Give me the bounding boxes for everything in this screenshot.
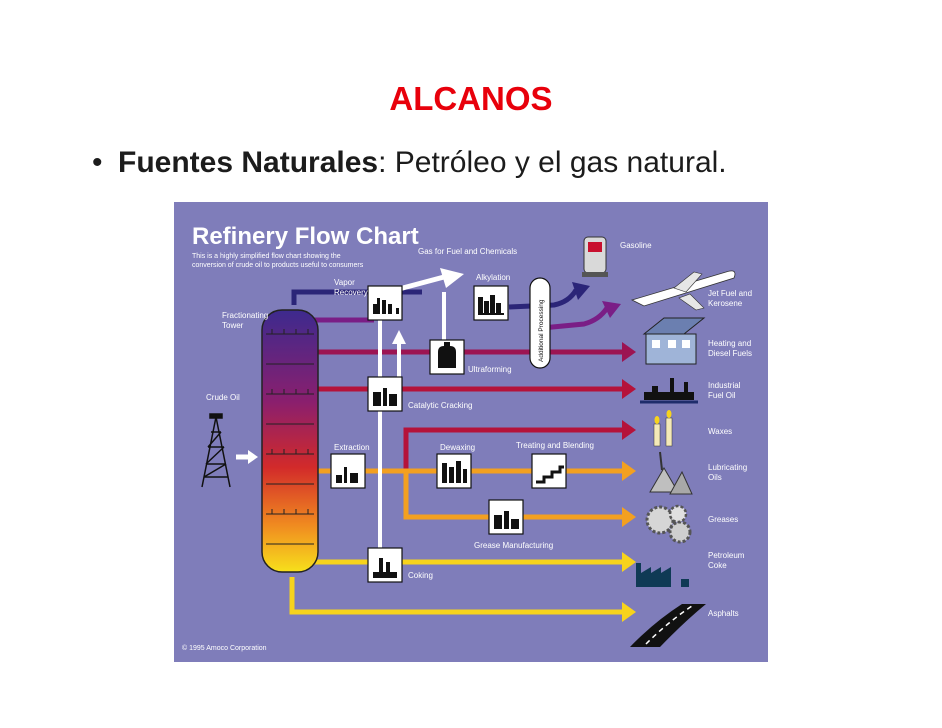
pipe-asphalts — [289, 577, 636, 622]
pipe-heating — [314, 342, 636, 362]
label-dewaxing: Dewaxing — [440, 443, 475, 452]
product-petroleum-2: Coke — [708, 561, 727, 570]
label-treating-blending: Treating and Blending — [516, 441, 594, 450]
pipe-jet-fuel — [314, 301, 621, 331]
pipe-greases — [403, 472, 636, 527]
label-vapor-2: Recovery — [334, 288, 368, 297]
gas-pump-icon — [582, 236, 608, 277]
product-industrial-2: Fuel Oil — [708, 391, 736, 400]
product-gasoline: Gasoline — [620, 241, 652, 250]
alkylation-box — [473, 285, 509, 321]
grease-manufacturing-box — [488, 499, 524, 535]
extraction-box — [330, 453, 366, 489]
crude-oil-arrow — [236, 450, 258, 464]
bullet-fuentes-naturales: • Fuentes Naturales: Petróleo y el gas na… — [92, 146, 727, 180]
product-lubricating-1: Lubricating — [708, 463, 747, 472]
label-fractionating-1: Fractionating — [222, 311, 268, 320]
bullet-rest-text: : Petróleo y el gas natural. — [378, 146, 727, 179]
product-waxes: Waxes — [708, 427, 732, 436]
refinery-flow-chart: Refinery Flow Chart This is a highly sim… — [174, 202, 768, 662]
chart-copyright: © 1995 Amoco Corporation — [182, 644, 267, 652]
vapor-recovery-box — [367, 285, 403, 321]
product-heating-1: Heating and — [708, 339, 751, 348]
label-catalytic-cracking: Catalytic Cracking — [408, 401, 472, 410]
coke-plant-icon — [636, 563, 689, 587]
pipe-petroleum-coke — [314, 552, 636, 572]
fractionating-tower — [261, 309, 319, 573]
candles-icon — [653, 410, 673, 447]
road-icon — [630, 604, 706, 647]
gears-icon — [645, 504, 692, 544]
treating-blending-box — [531, 453, 567, 489]
product-petroleum-1: Petroleum — [708, 551, 745, 560]
label-crude-oil: Crude Oil — [206, 393, 240, 402]
label-gas-fuel: Gas for Fuel and Chemicals — [418, 247, 517, 256]
product-jet-fuel-1: Jet Fuel and — [708, 289, 752, 298]
house-icon — [642, 317, 706, 365]
slide-title: ALCANOS — [389, 80, 553, 117]
label-ultraforming: Ultraforming — [468, 365, 512, 374]
factory-ship-icon — [640, 378, 698, 404]
label-vapor-1: Vapor — [334, 278, 355, 287]
label-grease-manufacturing: Grease Manufacturing — [474, 541, 553, 550]
oil-can-icon — [649, 451, 693, 495]
product-industrial-1: Industrial — [708, 381, 741, 390]
product-heating-2: Diesel Fuels — [708, 349, 752, 358]
coking-box — [367, 547, 403, 583]
label-alkylation: Alkylation — [476, 273, 510, 282]
product-asphalts: Asphalts — [708, 609, 739, 618]
label-fractionating-2: Tower — [222, 321, 244, 330]
chart-title: Refinery Flow Chart — [192, 223, 419, 250]
oil-derrick-icon — [201, 413, 231, 488]
bullet-bold-text: Fuentes Naturales — [118, 146, 379, 179]
label-coking: Coking — [408, 571, 433, 580]
additional-processing-label: Additional Processing — [538, 299, 545, 362]
additional-processing-box: Additional Processing — [529, 277, 551, 369]
product-greases: Greases — [708, 515, 738, 524]
catalytic-cracking-box — [367, 376, 403, 412]
dewaxing-box — [436, 453, 472, 489]
bullet-dot: • — [92, 146, 103, 179]
ultraforming-box — [429, 339, 465, 375]
label-extraction: Extraction — [334, 443, 370, 452]
chart-subtitle-2: conversion of crude oil to products usef… — [192, 262, 364, 269]
chart-subtitle-1: This is a highly simplified flow chart s… — [192, 253, 341, 260]
pipe-gasoline — [291, 282, 590, 310]
product-jet-fuel-2: Kerosene — [708, 299, 743, 308]
airplane-icon — [630, 270, 736, 311]
pipe-industrial — [314, 379, 636, 399]
product-lubricating-2: Oils — [708, 473, 722, 482]
pipe-white — [378, 268, 464, 562]
